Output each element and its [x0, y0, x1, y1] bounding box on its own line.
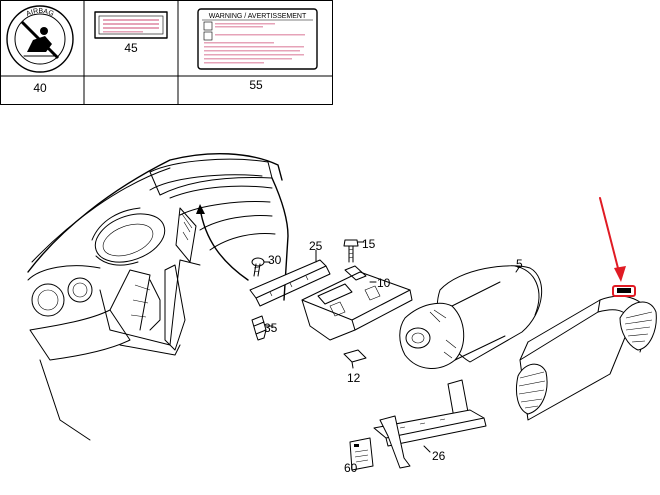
part-15-bolt	[343, 239, 365, 263]
part-number-40: 40	[33, 81, 47, 95]
callout-30: 30	[268, 253, 282, 267]
part-35-clip	[251, 315, 274, 341]
callout-5: 5	[516, 257, 523, 271]
part-26-lower-bracket	[373, 379, 487, 469]
callout-15: 15	[362, 237, 376, 251]
label-45-graphic	[94, 11, 168, 39]
part-30-screw	[251, 257, 271, 277]
label-55-graphic: WARNING / AVERTISSEMENT	[197, 8, 318, 70]
part-5-airbag-module	[399, 265, 543, 369]
callout-12: 12	[347, 371, 361, 385]
airbag-cover-assembly	[515, 285, 657, 421]
part-number-45: 45	[124, 41, 138, 55]
warning-heading: WARNING / AVERTISSEMENT	[209, 13, 307, 20]
part-60-sticker	[349, 437, 374, 471]
label-box-group: AIRBAG 40 45 WARNING / AVERTISSEMENT	[0, 0, 333, 105]
callout-26: 26	[432, 449, 446, 463]
part-number-55: 55	[249, 78, 263, 92]
callout-60: 60	[344, 461, 358, 475]
dashboard-illustration	[27, 153, 289, 441]
callout-35: 35	[264, 321, 278, 335]
part-12-clip	[343, 349, 367, 369]
part-25-bracket	[249, 249, 331, 307]
airbag-label-text: AIRBAG	[25, 8, 55, 18]
airbag-label-icon: AIRBAG	[6, 5, 74, 73]
red-indicator-arrow	[599, 197, 626, 282]
callout-10: 10	[377, 276, 391, 290]
callout-25: 25	[309, 239, 323, 253]
part-10-mount-bracket	[301, 265, 413, 341]
